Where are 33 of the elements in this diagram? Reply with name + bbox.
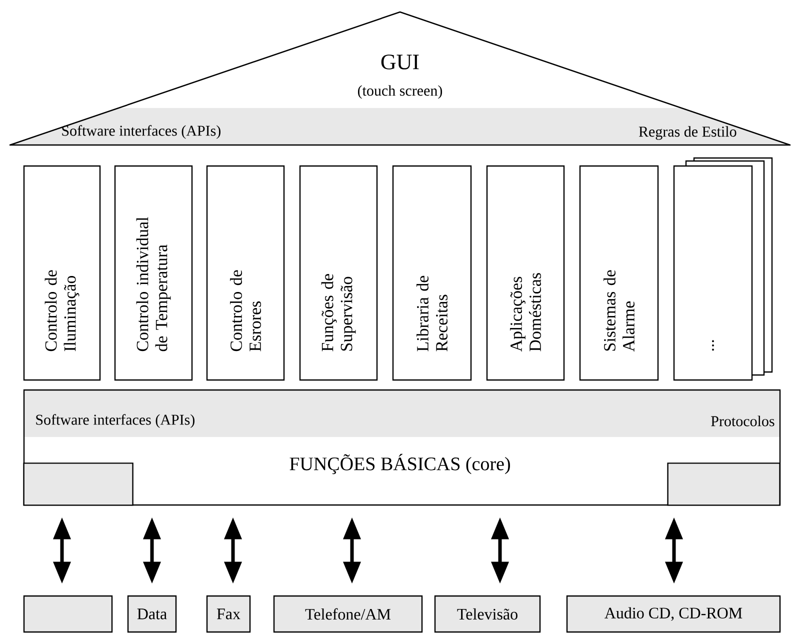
module-box (392, 165, 472, 381)
layer-label: Software interfaces (APIs) (62, 125, 220, 139)
device-box: Televisão (434, 595, 541, 633)
layer-label: Protocolos (711, 416, 774, 426)
module-box (486, 165, 565, 381)
device-box: Telefone/AM (273, 595, 423, 633)
module-label: Sistemas de Alarme (604, 270, 634, 352)
module-box (114, 165, 193, 381)
module-label: Funções de Supervisão (321, 274, 356, 352)
device-box: Fax (206, 595, 251, 633)
module-label: Controlo individual de Temperatura (136, 217, 171, 352)
module-label: Controlo de Esrores (230, 270, 261, 352)
module-box (673, 157, 773, 381)
module-label: Aplicações Domésticas (510, 273, 541, 352)
module-box (579, 165, 659, 381)
heading: FUNÇÕES BÁSICAS (core) (290, 454, 510, 474)
platform-box (667, 462, 780, 506)
device-box: Audio CD, CD-ROM (566, 595, 781, 633)
module-box (23, 165, 101, 381)
platform-box (23, 462, 134, 506)
device-box: Data (127, 595, 177, 633)
module-label: ... (712, 340, 714, 351)
core-layer-box (23, 389, 781, 506)
layer-label: Regras de Estilo (638, 126, 736, 140)
subheading: (touch screen) (358, 85, 442, 99)
module-box (299, 165, 378, 381)
module-label: Libraria de Receitas (416, 276, 448, 352)
heading: GUI (381, 54, 419, 70)
layer-label: Software interfaces (APIs) (36, 414, 194, 428)
module-box (206, 165, 285, 381)
module-label: Controlo de Iluminação (44, 270, 80, 352)
device-box (23, 595, 113, 633)
roof-triangle (9, 11, 791, 146)
